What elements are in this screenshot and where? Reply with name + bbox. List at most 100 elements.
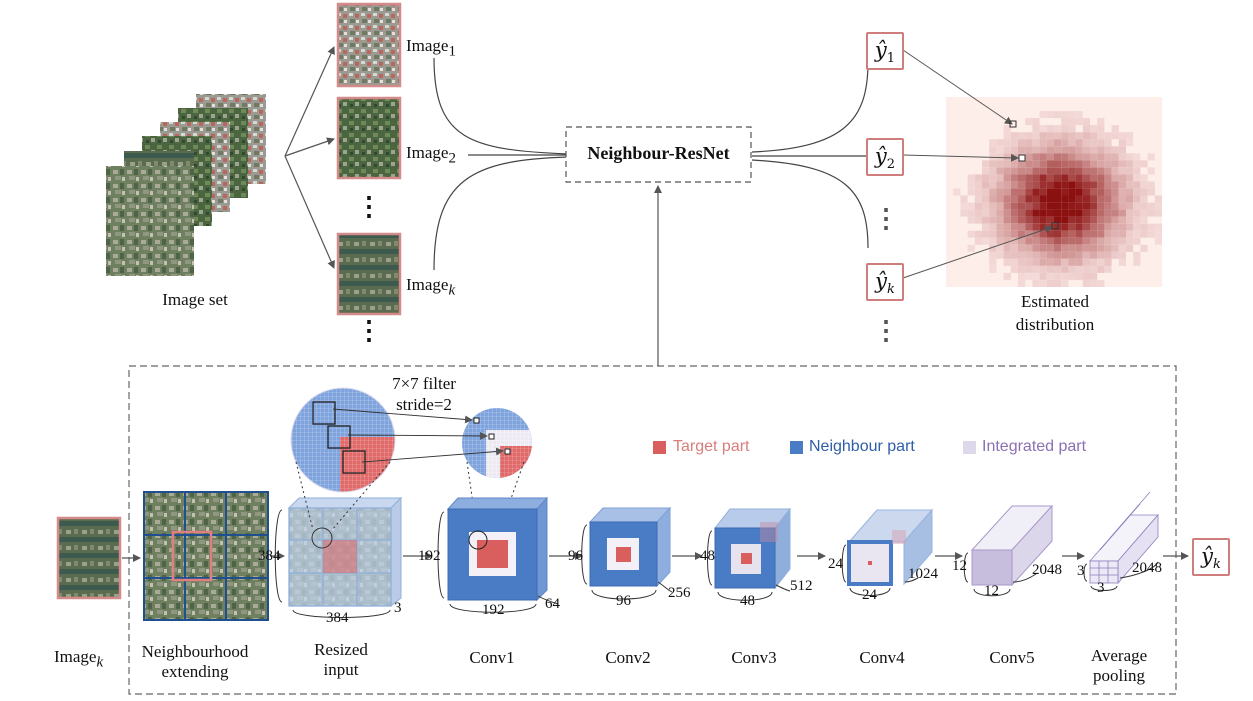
resized-input-cube	[287, 496, 403, 608]
heatmap-cell-marker-2	[1018, 154, 1026, 162]
heatmap-cell	[1061, 216, 1069, 224]
heatmap-cell	[1082, 146, 1090, 154]
heatmap-cell	[1075, 209, 1083, 217]
heatmap-cell	[1046, 244, 1054, 252]
conv5-cube	[970, 504, 1054, 587]
heatmap-cell	[996, 237, 1004, 245]
heatmap-cell	[1046, 111, 1054, 119]
stage-label-conv5: Conv5	[989, 648, 1035, 667]
fan-arrows	[284, 46, 335, 269]
heatmap-cell	[1082, 188, 1090, 196]
heatmap-cell	[1082, 265, 1090, 273]
heatmap-cell	[996, 160, 1004, 168]
heatmap-cell	[1054, 209, 1062, 217]
heatmap-cell	[1090, 251, 1098, 259]
outputs-ellipsis: ⋮	[873, 204, 899, 233]
heatmap-cell	[1010, 216, 1018, 224]
heatmap-cell	[1104, 132, 1112, 140]
satellite-image-2	[336, 96, 402, 180]
heatmap-cell	[1025, 146, 1033, 154]
heatmap-cell	[1097, 216, 1105, 224]
heatmap-cell	[1111, 146, 1119, 154]
heatmap-cell	[982, 209, 990, 217]
heatmap-cell	[982, 202, 990, 210]
heatmap-cell	[1090, 181, 1098, 189]
heatmap-cell	[1018, 181, 1026, 189]
heatmap-cell	[1082, 244, 1090, 252]
heatmap-cell	[1097, 188, 1105, 196]
heatmap-cell	[1097, 251, 1105, 259]
heatmap-cell	[1104, 209, 1112, 217]
heatmap-cell	[1046, 132, 1054, 140]
heatmap-cell	[1090, 153, 1098, 161]
heatmap-cell	[996, 167, 1004, 175]
heatmap-cell	[1010, 174, 1018, 182]
heatmap-cell	[1111, 181, 1119, 189]
heatmap-cell	[1054, 132, 1062, 140]
heatmap-cell	[996, 230, 1004, 238]
heatmap-cell	[1039, 272, 1047, 280]
heatmap-cell	[1111, 174, 1119, 182]
images-ellipsis-bottom: ⋮	[356, 316, 382, 345]
heatmap-cell	[1104, 195, 1112, 203]
heatmap-cell	[1068, 258, 1076, 266]
heatmap-cell	[1140, 181, 1148, 189]
heatmap-cell	[1140, 160, 1148, 168]
heatmap-cell	[1010, 258, 1018, 266]
heatmap-cell	[1075, 265, 1083, 273]
heatmap-cell	[996, 251, 1004, 259]
heatmap-cell	[1118, 237, 1126, 245]
heatmap-cell	[1118, 251, 1126, 259]
heatmap-cell	[1090, 244, 1098, 252]
heatmap-cell	[1039, 181, 1047, 189]
heatmap-cell	[1046, 265, 1054, 273]
heatmap-cell	[1097, 118, 1105, 126]
heatmap-cell	[1097, 265, 1105, 273]
heatmap-cell	[1046, 216, 1054, 224]
heatmap-cell	[1054, 265, 1062, 273]
heatmap-cell	[1032, 280, 1040, 287]
heatmap-cell	[1104, 181, 1112, 189]
heatmap-cell	[1126, 202, 1134, 210]
heatmap-cell	[1075, 160, 1083, 168]
heatmap-cell	[1147, 188, 1155, 196]
heatmap-cell	[989, 258, 997, 266]
heatmap-cell	[1018, 237, 1026, 245]
heatmap-cell	[1154, 237, 1162, 245]
stage-label-conv1: Conv1	[469, 648, 515, 667]
heatmap-cell	[1054, 280, 1062, 287]
heatmap-cell	[1032, 118, 1040, 126]
heatmap-cell	[1133, 160, 1141, 168]
conv1-cube	[446, 496, 549, 602]
filter-label-line2: stride=2	[396, 395, 452, 414]
heatmap-cell	[967, 216, 975, 224]
heatmap-cell	[1133, 202, 1141, 210]
heatmap-cell	[1118, 209, 1126, 217]
heatmap-cell	[960, 202, 968, 210]
heatmap-cell	[1104, 153, 1112, 161]
heatmap-cell	[1075, 167, 1083, 175]
heatmap-cell	[982, 160, 990, 168]
heatmap-cell	[1046, 160, 1054, 168]
dim-avgpool-w: 3	[1097, 580, 1105, 596]
heatmap-cell	[989, 265, 997, 273]
filter-arrows	[332, 408, 504, 463]
heatmap-cell	[1025, 132, 1033, 140]
heatmap-cell	[1075, 216, 1083, 224]
heatmap-cell	[1082, 132, 1090, 140]
heatmap-cell	[967, 244, 975, 252]
heatmap-cell	[1039, 111, 1047, 119]
heatmap-cell	[1039, 237, 1047, 245]
heatmap-cell	[967, 230, 975, 238]
heatmap-cell	[1039, 209, 1047, 217]
heatmap-cell	[1118, 223, 1126, 231]
heatmap-cell	[1061, 132, 1069, 140]
heatmap-cell	[1061, 118, 1069, 126]
heatmap-cell	[1075, 195, 1083, 203]
heatmap-cell	[989, 174, 997, 182]
heatmap-cell	[1018, 280, 1026, 287]
heatmap-cell	[1046, 258, 1054, 266]
heatmap-cell	[1126, 223, 1134, 231]
heatmap-cell	[1003, 272, 1011, 280]
